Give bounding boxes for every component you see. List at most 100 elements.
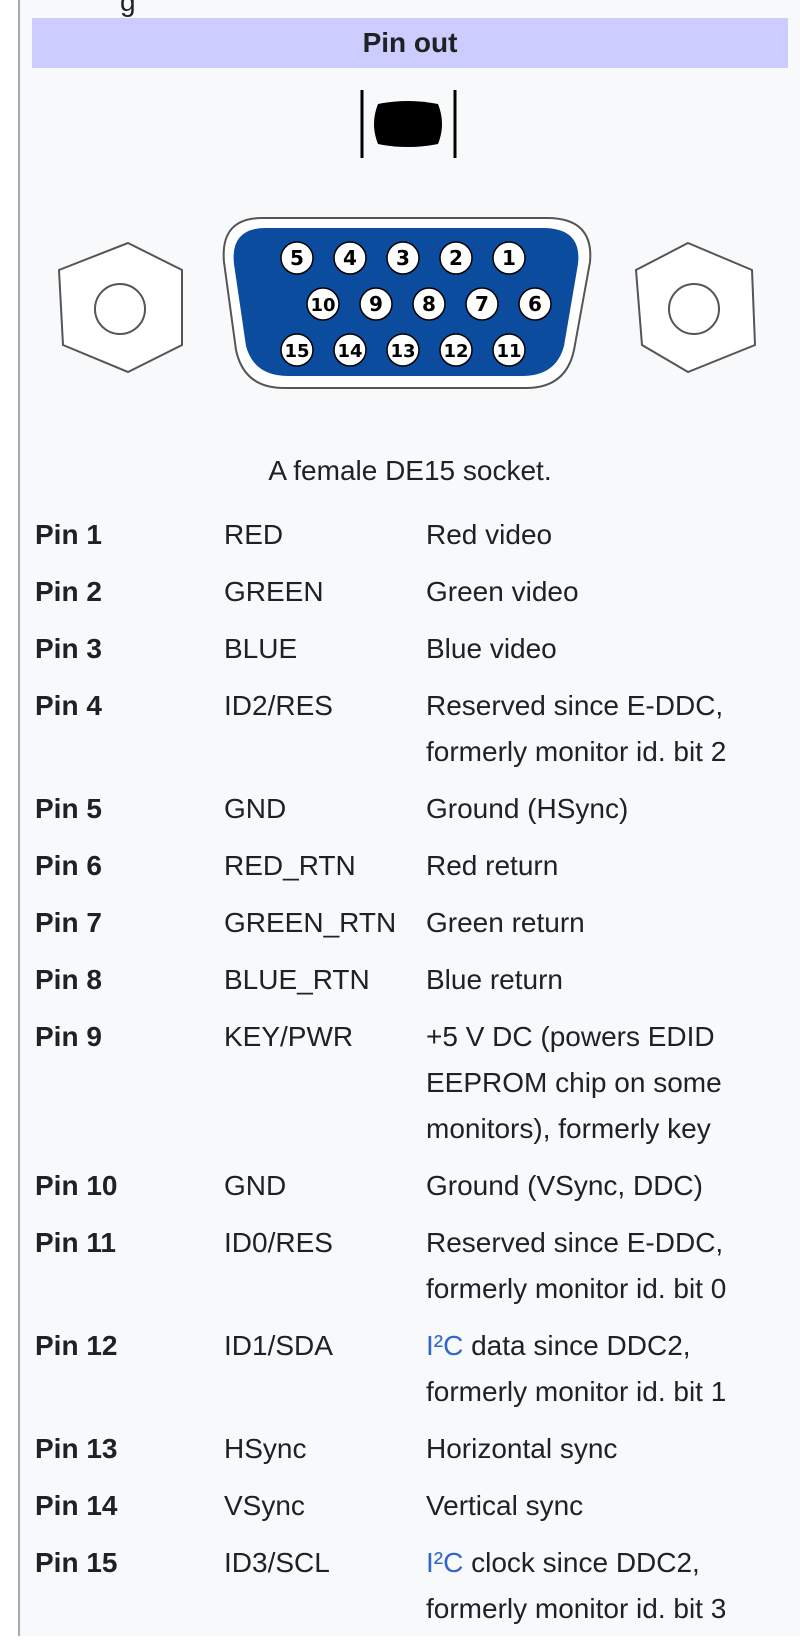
description-text: Blue video xyxy=(426,633,557,664)
pin-7: 7 xyxy=(465,287,499,321)
pin-number: Pin 1 xyxy=(35,519,102,550)
description-text: formerly monitor id. bit 2 xyxy=(426,736,727,767)
description-text: Reserved since E-DDC, xyxy=(426,690,724,721)
description-text: data since DDC2, xyxy=(463,1330,691,1361)
table-row: Pin 12 ID1/SDA I²C data since DDC2, formerl… xyxy=(35,1323,785,1415)
pin-number-label: 5 xyxy=(290,246,304,270)
pin-description: Ground (HSync) xyxy=(426,786,785,832)
pin-number-label: 3 xyxy=(396,246,410,270)
description-text: Green return xyxy=(426,907,585,938)
pin-number-label: 14 xyxy=(337,341,362,362)
description-text: formerly monitor id. bit 1 xyxy=(426,1376,727,1407)
pin-number-label: 12 xyxy=(443,341,468,362)
pin-number: Pin 14 xyxy=(35,1490,118,1521)
pin-3: 3 xyxy=(386,241,420,275)
table-row: Pin 1 RED Red video xyxy=(35,512,785,558)
pin-number-label: 15 xyxy=(284,341,309,362)
pin-number-label: 1 xyxy=(502,246,516,270)
pin-2: 2 xyxy=(439,241,473,275)
description-text: Red return xyxy=(426,850,559,881)
i2c-link[interactable]: I²C xyxy=(426,1547,464,1578)
pin-description: Blue return xyxy=(426,957,785,1003)
pin-description: Green video xyxy=(426,569,785,615)
pin-signal: ID1/SDA xyxy=(224,1330,333,1361)
pin-10: 10 xyxy=(306,287,340,321)
pin-number: Pin 3 xyxy=(35,633,102,664)
description-text: Red video xyxy=(426,519,553,550)
pin-description: +5 V DC (powers EDID EEPROM chip on some m… xyxy=(426,1014,785,1152)
pin-number-label: 11 xyxy=(496,341,521,362)
table-row: Pin 14 VSync Vertical sync xyxy=(35,1483,785,1529)
left-hex-nut-icon xyxy=(57,241,183,374)
pin-signal: KEY/PWR xyxy=(224,1021,354,1052)
pin-signal: RED xyxy=(224,519,284,550)
pin-contacts: 5 4 3 2 1 10 9 8 7 6 15 14 13 12 11 xyxy=(280,241,552,367)
pin-signal: ID2/RES xyxy=(224,690,333,721)
pin-9: 9 xyxy=(359,287,393,321)
pin-14: 14 xyxy=(333,333,367,367)
pin-number: Pin 12 xyxy=(35,1330,118,1361)
pin-number-label: 4 xyxy=(343,246,357,270)
pin-number: Pin 8 xyxy=(35,964,102,995)
pin-signal: GND xyxy=(224,1170,287,1201)
de15-socket-diagram[interactable]: 5 4 3 2 1 10 9 8 7 6 15 14 13 12 11 xyxy=(0,80,800,410)
pin-6: 6 xyxy=(518,287,552,321)
description-text: Green video xyxy=(426,576,579,607)
pin-description: Vertical sync xyxy=(426,1483,785,1529)
table-row: Pin 7 GREEN_RTN Green return xyxy=(35,900,785,946)
diagram-caption: A female DE15 socket. xyxy=(268,455,552,486)
pin-number-label: 2 xyxy=(449,246,463,270)
pin-11: 11 xyxy=(492,333,526,367)
description-text: monitors), formerly key xyxy=(426,1113,711,1144)
pin-15: 15 xyxy=(280,333,314,367)
pin-number-label: 9 xyxy=(369,292,383,316)
description-text: Vertical sync xyxy=(426,1490,584,1521)
right-hex-nut-icon xyxy=(634,241,757,374)
pin-signal: BLUE xyxy=(224,633,298,664)
pin-number: Pin 10 xyxy=(35,1170,118,1201)
pin-13: 13 xyxy=(386,333,420,367)
table-row: Pin 3 BLUE Blue video xyxy=(35,626,785,672)
pin-signal: VSync xyxy=(224,1490,305,1521)
description-text: formerly monitor id. bit 0 xyxy=(426,1273,727,1304)
pin-description: Ground (VSync, DDC) xyxy=(426,1163,785,1209)
pin-description: Red return xyxy=(426,843,785,889)
pin-signal: ID3/SCL xyxy=(224,1547,330,1578)
pin-signal: GREEN_RTN xyxy=(224,907,397,938)
pin-number: Pin 7 xyxy=(35,907,102,938)
pin-4: 4 xyxy=(333,241,367,275)
pin-number-label: 6 xyxy=(528,292,542,316)
pin-signal: HSync xyxy=(224,1433,307,1464)
pin-12: 12 xyxy=(439,333,473,367)
pin-signal: RED_RTN xyxy=(224,850,356,881)
pin-number: Pin 6 xyxy=(35,850,102,881)
table-row: Pin 6 RED_RTN Red return xyxy=(35,843,785,889)
pin-description: Green return xyxy=(426,900,785,946)
pin-description: Red video xyxy=(426,512,785,558)
pin-number-label: 7 xyxy=(475,292,489,316)
description-text: Blue return xyxy=(426,964,563,995)
description-text: Reserved since E-DDC, xyxy=(426,1227,724,1258)
pin-signal: GREEN xyxy=(224,576,324,607)
pin-number-label: 8 xyxy=(422,292,436,316)
pin-signal: ID0/RES xyxy=(224,1227,333,1258)
description-text: clock since DDC2, xyxy=(463,1547,700,1578)
pin-signal: GND xyxy=(224,793,287,824)
description-text: +5 V DC (powers EDID xyxy=(426,1021,715,1052)
pin-description: Reserved since E-DDC, formerly monitor id… xyxy=(426,683,785,775)
table-row: Pin 10 GND Ground (VSync, DDC) xyxy=(35,1163,785,1209)
pin-description: Blue video xyxy=(426,626,785,672)
description-text: EEPROM chip on some xyxy=(426,1067,722,1098)
description-text: Ground (VSync, DDC) xyxy=(426,1170,703,1201)
pin-number-label: 13 xyxy=(390,341,415,362)
i2c-link[interactable]: I²C xyxy=(426,1330,464,1361)
pin-8: 8 xyxy=(412,287,446,321)
